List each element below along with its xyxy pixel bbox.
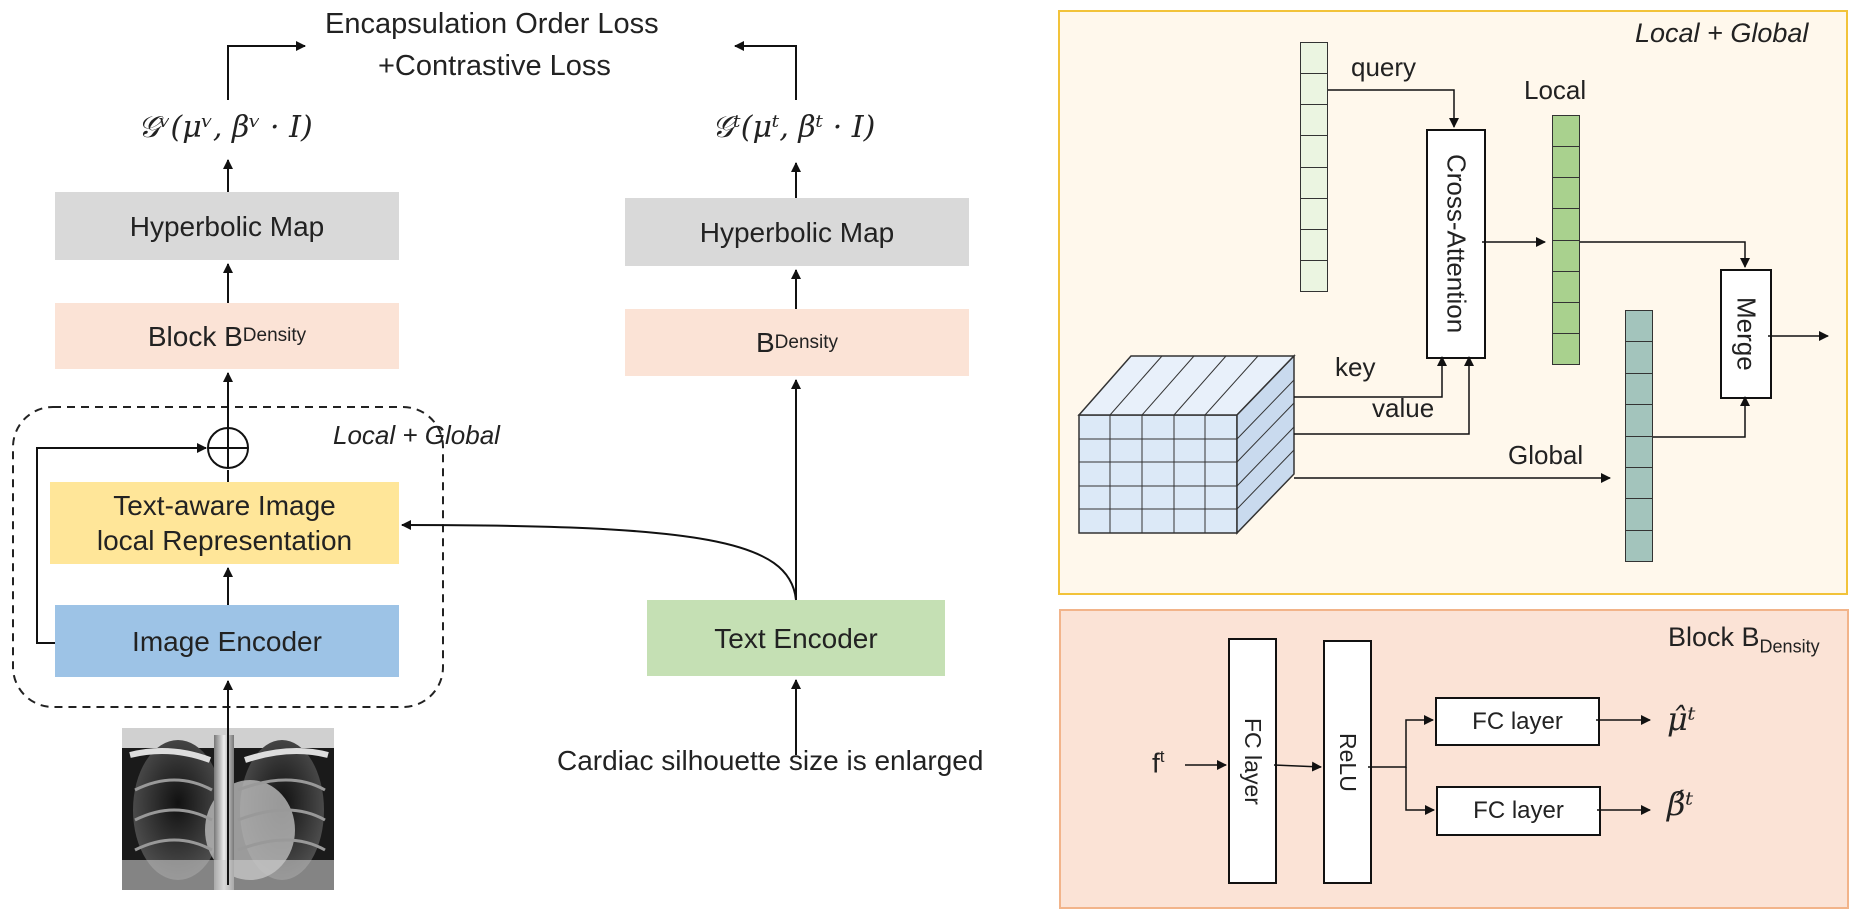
relu-block: ReLU xyxy=(1323,640,1372,884)
query-token-stack xyxy=(1300,42,1328,292)
fc-layer-2: FC layer xyxy=(1435,697,1600,746)
beta-output-label: β́ᵗ xyxy=(1667,785,1694,823)
global-label: Global xyxy=(1508,440,1584,470)
caption-text: Cardiac silhouette size is enlarged xyxy=(557,745,984,776)
image-hyperbolic-map: Hyperbolic Map xyxy=(55,192,399,260)
fc-layer-3-label: FC layer xyxy=(1473,797,1564,824)
fc-layer-2-label: FC layer xyxy=(1472,707,1563,735)
relu-label: ReLU xyxy=(1335,732,1361,792)
value-label: value xyxy=(1372,393,1435,423)
key-label: key xyxy=(1335,352,1376,382)
cross-attention-label: Cross-Attention xyxy=(1441,154,1472,334)
image-encoder: Image Encoder xyxy=(55,605,399,677)
block-density-title-sub: Density xyxy=(1759,636,1820,657)
text-aware-image-representation: Text-aware Image local Representation xyxy=(50,482,399,564)
block-density-title: Block BDensity xyxy=(1668,622,1820,657)
mu-output-label: μ̂ᵗ xyxy=(1667,700,1696,738)
input-feature-base: f xyxy=(1152,747,1160,779)
text-distribution-formula: 𝒢ᵗ(μᵗ, βᵗ · I) xyxy=(712,110,876,145)
fc-layer-1-label: FC layer xyxy=(1240,717,1266,805)
loss-title-line1: Encapsulation Order Loss xyxy=(325,8,659,40)
global-feature-stack xyxy=(1625,310,1653,562)
fc-layer-3: FC layer xyxy=(1436,786,1601,836)
query-label: query xyxy=(1351,52,1417,82)
image-block-density-sub: Density xyxy=(242,325,307,347)
merge-label: Merge xyxy=(1731,297,1762,371)
local-feature-stack xyxy=(1552,115,1580,365)
loss-title-line2: +Contrastive Loss xyxy=(378,50,611,82)
local-label: Local xyxy=(1524,75,1587,105)
image-block-density-label: Block B xyxy=(147,320,243,352)
text-encoder: Text Encoder xyxy=(647,600,945,676)
local-global-label: Local + Global xyxy=(333,420,500,450)
block-density-title-label: Block B xyxy=(1668,622,1760,652)
cross-attention-block: Cross-Attention xyxy=(1426,129,1486,359)
text-aware-line2: local Representation xyxy=(96,525,353,556)
block-density-panel xyxy=(1059,609,1849,909)
fc-layer-1: FC layer xyxy=(1228,638,1277,884)
text-block-density-label: B xyxy=(755,327,775,358)
image-distribution-formula: 𝒢ᵛ(μᵛ, βᵛ · I) xyxy=(138,110,313,145)
text-block-density-sub: Density xyxy=(774,331,839,353)
merge-block: Merge xyxy=(1720,269,1772,399)
input-feature-sup: t xyxy=(1159,747,1165,766)
text-hyperbolic-map: Hyperbolic Map xyxy=(625,198,969,266)
panel-title-local-global: Local + Global xyxy=(1635,18,1809,48)
text-aware-line1: Text-aware Image xyxy=(113,490,336,521)
input-feature-label: ft xyxy=(1152,747,1165,779)
